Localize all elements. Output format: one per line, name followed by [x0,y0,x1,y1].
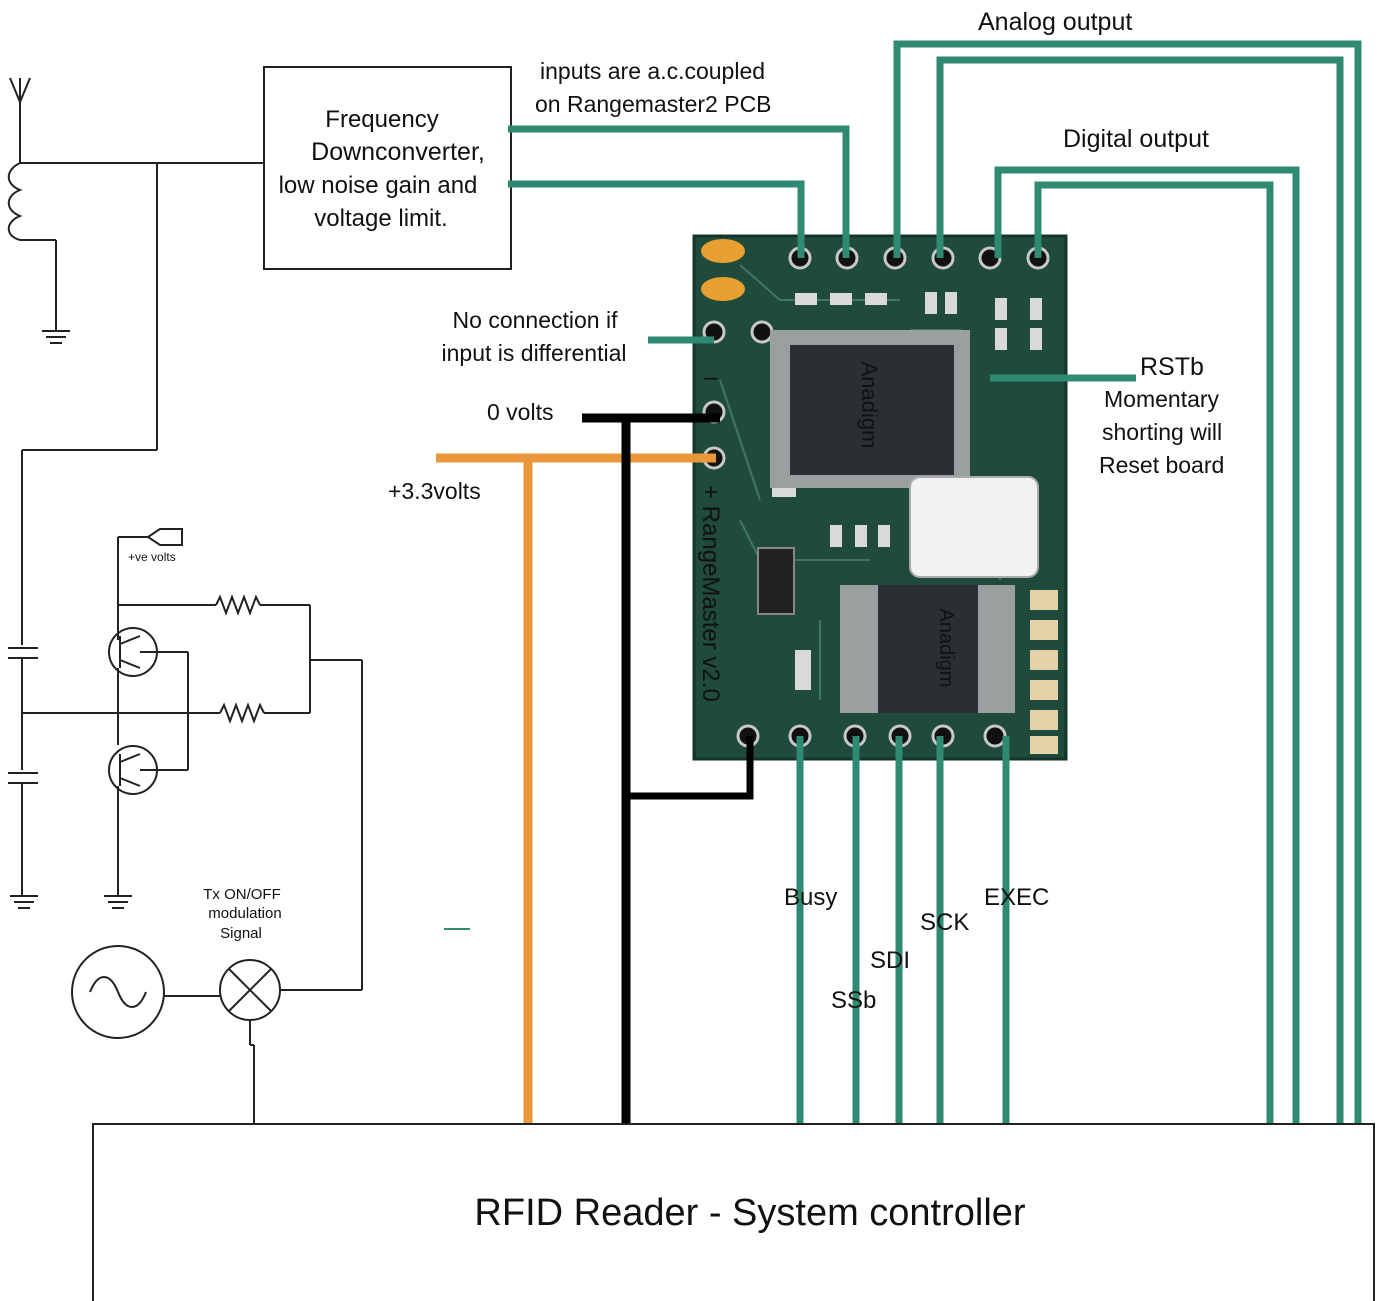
digital-output-wire-2 [1034,181,1274,1127]
anadigm-chip-2: Anadigm [840,585,1015,713]
ground-icon [42,330,70,344]
sdi-label: SDI [870,947,910,974]
ground-icon [104,895,132,909]
ac-coupled-note-line2: on Rangemaster2 PCB [535,91,772,117]
analog-output-label: Analog output [978,8,1132,36]
analog-output-wire-2 [936,56,1344,1127]
antenna-schematic [7,77,363,1124]
rstb-label: RSTb [1140,353,1204,381]
analog-output-wire-1 [893,40,1362,1127]
resistor-icon [219,702,265,724]
supply-tag-label: +ve volts [128,550,176,564]
downconverter-label-line1: Frequency [325,106,438,133]
ac-coupled-note-line1: inputs are a.c.coupled [540,58,765,84]
chip-brand-label: Anadigm [935,609,957,688]
pcb-minus-mark: – [704,364,718,391]
rstb-note-line3: Reset board [1099,452,1224,478]
no-connection-note-line2: input is differential [442,340,627,366]
no-connection-note-line1: No connection if [453,307,619,333]
signal-wires [444,40,1362,1127]
resistor-icon [215,594,261,616]
tx-modulation-label-line1: Tx ON/OFF [203,886,281,903]
rangemaster-pcb: Anadigm Anadigm + RangeMaster v2.0 – [692,234,1068,761]
input-wire-b [508,180,805,258]
digital-output-wire-1 [994,166,1300,1127]
gold-pad [701,239,745,263]
labels: Analog output Digital output inputs are … [128,8,1224,1234]
input-wire-a [508,125,850,258]
crystal [909,476,1039,578]
rstb-note-line2: shorting will [1102,419,1222,445]
supply-tag-icon [146,528,183,546]
chip-brand-label: Anadigm [857,362,882,449]
ssb-label: SSb [831,987,876,1014]
downconverter-label-line4: voltage limit. [314,205,447,232]
transistor-icon [108,605,188,677]
sck-label: SCK [920,909,969,936]
rstb-note-line1: Momentary [1104,386,1220,412]
mixer-icon [219,959,281,1021]
downconverter-label-line3: low noise gain and [279,172,478,199]
plus-3v3-label: +3.3volts [388,478,481,504]
capacitor-icon [8,647,38,659]
ground-icon [10,895,38,909]
exec-label: EXEC [984,884,1049,911]
tx-modulation-label-line2: modulation [208,905,281,922]
controller-label: RFID Reader - System controller [474,1192,1025,1234]
capacitor-icon [8,772,38,784]
downconverter-box [263,66,512,270]
digital-output-label: Digital output [1063,125,1209,153]
tx-modulation-label-line3: Signal [220,925,262,942]
gold-pad [701,277,745,301]
coil-icon [7,162,23,241]
transistor-icon [108,745,188,795]
busy-label: Busy [784,884,837,911]
anadigm-chip-1: Anadigm [770,330,970,488]
downconverter-label-line2: Downconverter, [311,138,485,166]
zero-volts-label: 0 volts [487,399,553,425]
antenna-icon [9,77,31,105]
pcb-silkscreen-label: + RangeMaster v2.0 [697,485,724,702]
oscillator-icon [71,945,165,1039]
system-controller-box [92,1123,1375,1301]
power-wires [436,413,754,1127]
